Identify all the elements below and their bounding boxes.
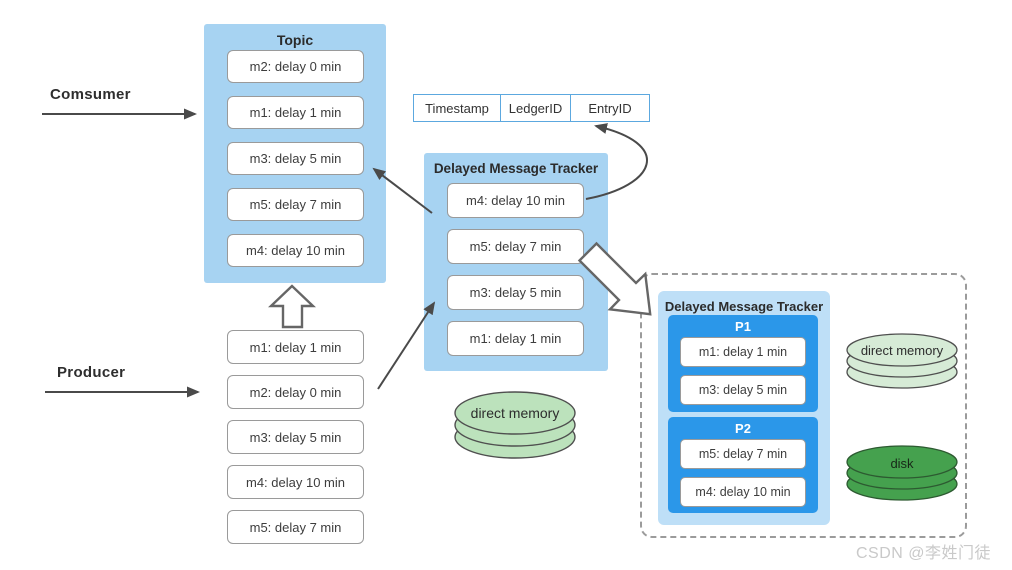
- producer-to-topic-block-arrow: [268, 284, 316, 329]
- producer-label: Producer: [57, 364, 126, 381]
- partition-p2-title: P2: [735, 421, 751, 436]
- index-column-timestamp: Timestamp: [413, 94, 501, 122]
- tracker-message: m4: delay 10 min: [447, 183, 584, 218]
- topic-message: m2: delay 0 min: [227, 50, 364, 83]
- topic-title: Topic: [276, 32, 314, 48]
- partitioned-tracker-panel: Delayed Message Tracker P1 m1: delay 1 m…: [658, 291, 830, 525]
- partition-message: m1: delay 1 min: [680, 337, 806, 367]
- producer-queue: m1: delay 1 min m2: delay 0 min m3: dela…: [227, 330, 364, 544]
- tracker-message: m3: delay 5 min: [447, 275, 584, 310]
- topic-message: m1: delay 1 min: [227, 96, 364, 129]
- topic-message: m5: delay 7 min: [227, 188, 364, 221]
- watermark: CSDN @李姓门徒: [856, 545, 992, 562]
- disk-cylinder: disk: [846, 445, 958, 501]
- index-column-ledgerid: LedgerID: [499, 94, 572, 122]
- tracker-message: m5: delay 7 min: [447, 229, 584, 264]
- partitioned-tracker-title: Delayed Message Tracker: [664, 299, 824, 314]
- producer-message: m3: delay 5 min: [227, 420, 364, 454]
- partition-p1-title: P1: [735, 319, 751, 334]
- direct-memory-label: direct memory: [471, 405, 560, 421]
- topic-message: m4: delay 10 min: [227, 234, 364, 267]
- direct-memory-cylinder: direct memory: [454, 391, 576, 459]
- producer-message: m1: delay 1 min: [227, 330, 364, 364]
- partition-p1: P1 m1: delay 1 min m3: delay 5 min: [668, 315, 818, 412]
- disk-label: disk: [890, 456, 914, 471]
- partition-message: m3: delay 5 min: [680, 375, 806, 405]
- tracker-title: Delayed Message Tracker: [433, 161, 599, 176]
- tracker-message: m1: delay 1 min: [447, 321, 584, 356]
- direct-memory-cylinder-right: direct memory: [846, 333, 958, 389]
- topic-message: m3: delay 5 min: [227, 142, 364, 175]
- consumer-label: Comsumer: [50, 86, 131, 103]
- producer-message: m2: delay 0 min: [227, 375, 364, 409]
- index-column-entryid: EntryID: [570, 94, 650, 122]
- partition-p2: P2 m5: delay 7 min m4: delay 10 min: [668, 417, 818, 513]
- partition-message: m4: delay 10 min: [680, 477, 806, 507]
- partition-message: m5: delay 7 min: [680, 439, 806, 469]
- producer-message: m4: delay 10 min: [227, 465, 364, 499]
- tracker-message-list: m4: delay 10 min m5: delay 7 min m3: del…: [447, 183, 584, 356]
- partitioned-tracker-container: [640, 273, 967, 538]
- topic-message-list: m2: delay 0 min m1: delay 1 min m3: dela…: [227, 50, 364, 267]
- direct-memory-right-label: direct memory: [861, 343, 944, 358]
- index-table: Timestamp LedgerID EntryID: [413, 94, 650, 122]
- producer-message: m5: delay 7 min: [227, 510, 364, 544]
